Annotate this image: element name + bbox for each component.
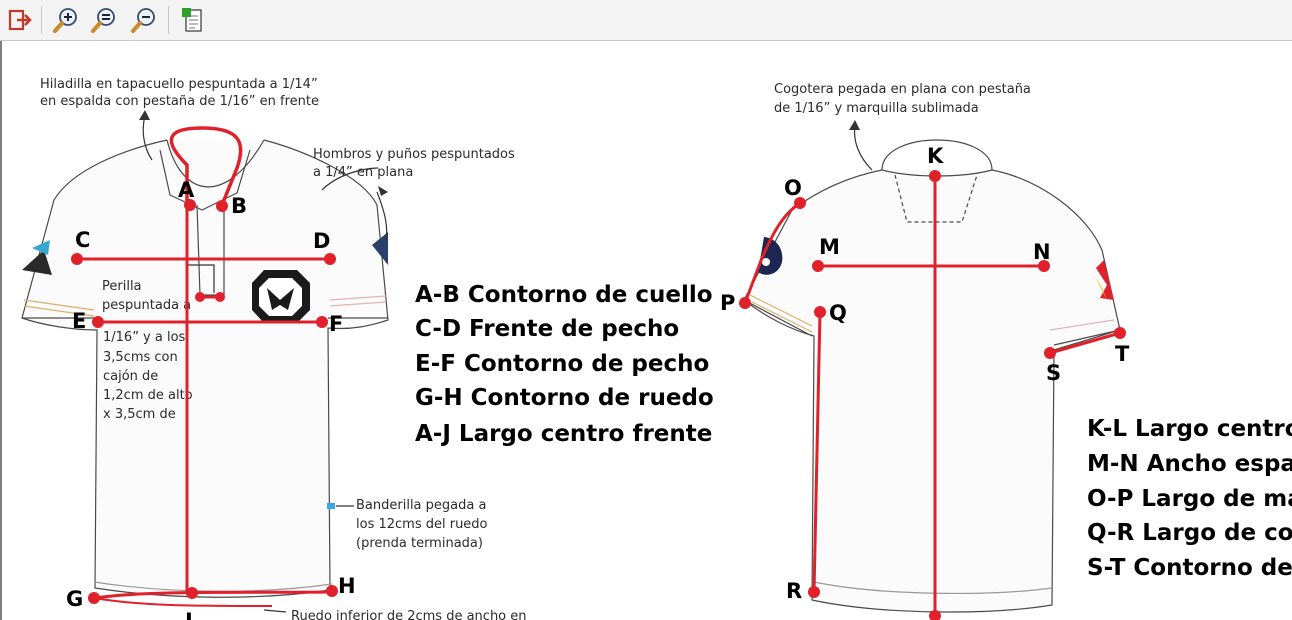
zoom-out-icon	[131, 8, 155, 33]
front-shirt-illustration	[21, 139, 389, 598]
svg-text:Hiladilla en tapacuello pespun: Hiladilla en tapacuello pespuntada a 1/1…	[40, 77, 318, 92]
back-shirt-illustration	[743, 139, 1121, 613]
svg-text:J: J	[183, 609, 193, 620]
back-point-labels: K O M N P Q S T R	[720, 144, 1130, 603]
front-flag-note: Banderilla pegada a los 12cms del ruedo …	[336, 498, 488, 551]
toolbar	[0, 0, 1292, 41]
svg-text:D: D	[313, 229, 330, 253]
svg-text:Hombros y puños pespuntados: Hombros y puños pespuntados	[313, 147, 515, 162]
zoom-in-button[interactable]	[50, 4, 82, 36]
svg-text:los 12cms del ruedo: los 12cms del ruedo	[356, 517, 488, 532]
svg-text:a 1/4” en plana: a 1/4” en plana	[313, 165, 413, 180]
svg-text:de 1/16” y marquilla sublimada: de 1/16” y marquilla sublimada	[774, 101, 979, 116]
toolbar-separator	[41, 6, 42, 34]
svg-text:Q: Q	[829, 301, 847, 325]
svg-text:H: H	[338, 574, 356, 598]
svg-text:P: P	[720, 291, 735, 315]
toolbar-separator	[168, 6, 169, 34]
svg-text:R: R	[786, 579, 802, 603]
svg-text:Banderilla pegada a: Banderilla pegada a	[356, 498, 486, 513]
legend-item: C-D Frente de pecho	[415, 316, 679, 342]
back-measure-dots	[739, 170, 1126, 620]
svg-text:1,2cm de alto: 1,2cm de alto	[103, 388, 193, 403]
front-collar-note: Hiladilla en tapacuello pespuntada a 1/1…	[40, 77, 319, 161]
svg-text:cajón de: cajón de	[103, 369, 158, 384]
zoom-in-icon	[53, 8, 77, 33]
legend-item: A-J Largo centro frente	[415, 421, 712, 447]
zoom-actual-icon	[91, 8, 115, 33]
svg-text:K: K	[927, 144, 944, 168]
svg-text:pespuntada a: pespuntada a	[102, 298, 191, 313]
legend-item: O-P Largo de man	[1087, 486, 1292, 512]
svg-text:T: T	[1115, 342, 1130, 366]
svg-text:S: S	[1046, 361, 1061, 385]
legend-item: K-L Largo centro e	[1087, 416, 1292, 442]
back-sleeve-emblem-icon	[758, 237, 783, 275]
legend-item: S-T Contorno de p	[1087, 555, 1292, 581]
back-measure-lines	[743, 176, 1121, 620]
svg-text:O: O	[784, 176, 802, 200]
svg-text:N: N	[1033, 240, 1051, 264]
front-point-labels: A B C D E F G H J	[66, 178, 356, 620]
zoom-actual-button[interactable]	[88, 4, 120, 36]
front-measure-dots	[71, 199, 338, 604]
svg-text:3,5cms con: 3,5cms con	[103, 350, 178, 365]
exit-icon	[8, 9, 32, 31]
tech-sheet-drawing: Hiladilla en tapacuello pespuntada a 1/1…	[21, 77, 1292, 620]
svg-text:(prenda terminada): (prenda terminada)	[356, 536, 483, 551]
svg-text:F: F	[329, 312, 343, 336]
back-neck-note: Cogotera pegada en plana con pestaña de …	[774, 82, 1031, 171]
svg-text:Cogotera pegada en plana con p: Cogotera pegada en plana con pestaña	[774, 82, 1031, 97]
front-hem-note: Ruedo inferior de 2cms de ancho en	[263, 609, 527, 620]
svg-text:G: G	[66, 587, 83, 611]
legend-item: M-N Ancho espal	[1087, 451, 1292, 477]
front-shoulder-note: Hombros y puños pespuntados a 1/4” en pl…	[313, 147, 515, 241]
front-emblem-icon	[252, 270, 310, 323]
svg-text:A: A	[178, 178, 195, 202]
zoom-out-button[interactable]	[128, 4, 160, 36]
svg-text:1/16” y a los: 1/16” y a los	[103, 330, 186, 345]
copy-page-button[interactable]	[176, 4, 208, 36]
back-legend: K-L Largo centro e M-N Ancho espal O-P L…	[1087, 416, 1292, 581]
front-measure-lines	[77, 126, 333, 607]
legend-item: A-B Contorno de cuello	[415, 282, 713, 308]
svg-text:Perilla: Perilla	[102, 279, 142, 294]
legend-item: G-H Contorno de ruedo	[415, 385, 714, 411]
svg-text:M: M	[819, 235, 840, 259]
front-legend: A-B Contorno de cuello C-D Frente de pec…	[415, 282, 714, 447]
legend-item: E-F Contorno de pecho	[415, 351, 709, 377]
exit-button[interactable]	[4, 4, 36, 36]
flag-label-marker	[327, 503, 335, 509]
svg-text:en espalda con pestaña de 1/16: en espalda con pestaña de 1/16” en frent…	[40, 94, 319, 109]
svg-text:Ruedo inferior de 2cms de anch: Ruedo inferior de 2cms de ancho en	[291, 609, 527, 620]
legend-item: Q-R Largo de cost	[1087, 520, 1292, 546]
svg-text:x 3,5cm de: x 3,5cm de	[103, 407, 176, 422]
svg-text:E: E	[72, 309, 86, 333]
svg-text:B: B	[231, 194, 247, 218]
copy-page-icon	[182, 8, 202, 32]
svg-text:C: C	[75, 228, 90, 252]
document-viewer[interactable]: Hiladilla en tapacuello pespuntada a 1/1…	[0, 41, 1292, 620]
front-placket-note: Perilla pespuntada a 1/16” y a los 3,5cm…	[102, 264, 215, 422]
